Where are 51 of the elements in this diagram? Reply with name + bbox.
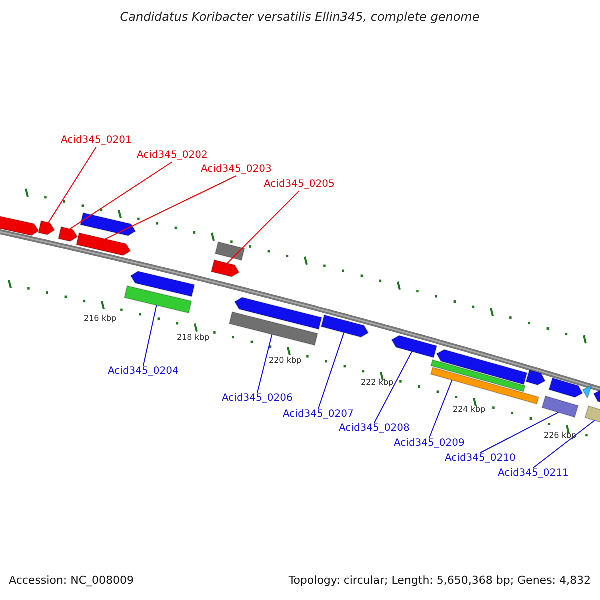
gene-feature	[436, 349, 528, 386]
leader-line	[105, 176, 237, 240]
gene-label: Acid345_0211	[498, 468, 569, 480]
genome-info-text: Topology: circular; Length: 5,650,368 bp; Genes: 4,832	[288, 575, 591, 587]
gene-label: Acid345_0207	[283, 409, 354, 421]
leader-line	[227, 190, 300, 264]
gene-bar	[584, 406, 600, 424]
gene-feature	[234, 297, 322, 330]
gene-label: Acid345_0201	[61, 135, 132, 147]
scale-label: 220 kbp	[269, 356, 302, 365]
gene-bar	[430, 360, 526, 392]
gene-label: Acid345_0205	[264, 179, 335, 191]
scale-label: 226 kbp	[544, 431, 577, 440]
leader-line	[143, 304, 158, 366]
leader-line	[318, 332, 345, 410]
gene-feature	[76, 232, 132, 256]
gene-feature	[391, 335, 438, 358]
scale-label: 216 kbp	[84, 314, 117, 323]
scale-label: 222 kbp	[361, 378, 394, 387]
gene-feature	[320, 314, 370, 338]
accession-text: Accession: NC_008009	[9, 575, 134, 587]
gene-feature	[210, 260, 240, 278]
gene-label: Acid345_0204	[108, 366, 179, 378]
gene-bar	[430, 367, 540, 405]
gene-feature	[526, 370, 546, 386]
gene-feature	[593, 389, 600, 404]
gene-label: Acid345_0202	[137, 150, 208, 162]
leader-line	[429, 380, 453, 438]
gene-label: Acid345_0203	[201, 164, 272, 176]
leader-line	[480, 412, 560, 454]
leader-line	[533, 420, 596, 468]
gene-bar	[124, 286, 192, 314]
gene-label: Acid345_0208	[339, 423, 410, 435]
gene-label: Acid345_0210	[445, 453, 516, 465]
gene-feature	[130, 271, 196, 298]
gene-feature	[80, 212, 136, 236]
leader-line	[70, 162, 173, 230]
gene-bar	[214, 242, 246, 261]
leader-line	[374, 351, 413, 424]
gene-bar	[542, 396, 579, 418]
leader-line	[257, 334, 273, 394]
gene-bar	[228, 312, 318, 346]
leader-line	[48, 146, 97, 224]
gene-label: Acid345_0206	[222, 393, 293, 405]
title: Candidatus Koribacter versatilis Ellin345, complete genome	[119, 11, 481, 23]
gene-feature	[38, 220, 56, 236]
scale-label: 218 kbp	[177, 333, 210, 342]
gene-label: Acid345_0209	[394, 438, 465, 450]
scale-label: 224 kbp	[453, 405, 486, 414]
gene-feature	[58, 226, 78, 242]
gene-feature	[548, 378, 584, 398]
